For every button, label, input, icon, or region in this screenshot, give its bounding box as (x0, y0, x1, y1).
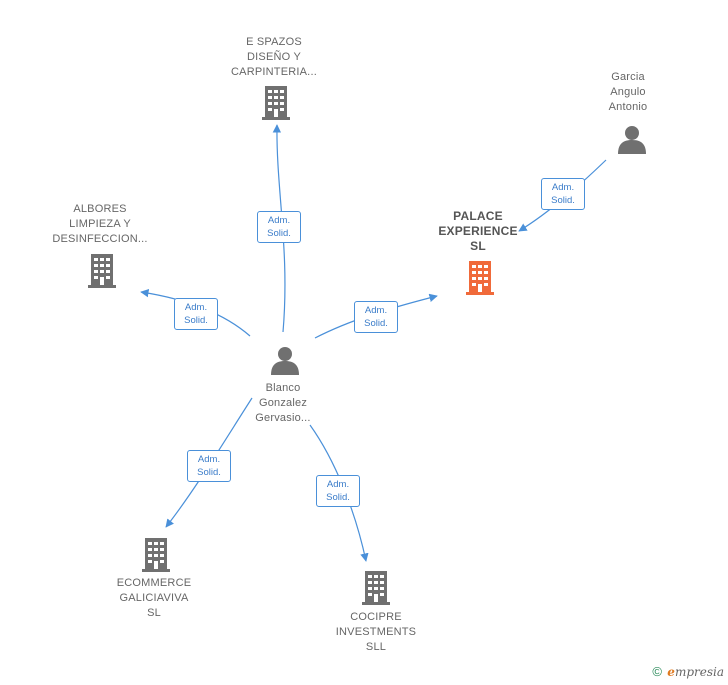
building-icon[interactable] (87, 252, 117, 288)
node-label-blanco[interactable]: Blanco Gonzalez Gervasio... (255, 382, 311, 424)
building-icon[interactable] (361, 569, 391, 605)
edge-label-blanco-palace[interactable]: Adm. Solid. (354, 301, 398, 333)
node-label-palace[interactable]: PALACE EXPERIENCE SL (438, 209, 518, 253)
node-label-albores[interactable]: ALBORES LIMPIEZA Y DESINFECCION... (52, 203, 148, 245)
person-icon[interactable] (270, 345, 300, 375)
building-icon[interactable] (141, 536, 171, 572)
edge-label-blanco-espazos[interactable]: Adm. Solid. (257, 211, 301, 243)
footer-brand: © empresia (652, 664, 724, 679)
node-label-espazos[interactable]: E SPAZOS DISEÑO Y CARPINTERIA... (231, 36, 317, 78)
edge-label-garcia-palace[interactable]: Adm. Solid. (541, 178, 585, 210)
edge-label-blanco-cocipre[interactable]: Adm. Solid. (316, 475, 360, 507)
building-icon-main[interactable] (465, 259, 495, 295)
person-icon[interactable] (617, 124, 647, 154)
node-label-cocipre[interactable]: COCIPRE INVESTMENTS SLL (335, 611, 417, 653)
brand-logo: empresia (667, 665, 724, 679)
edge-label-blanco-albores[interactable]: Adm. Solid. (174, 298, 218, 330)
edge-label-blanco-ecommerce[interactable]: Adm. Solid. (187, 450, 231, 482)
node-label-garcia[interactable]: Garcia Angulo Antonio (608, 71, 648, 113)
node-label-ecommerce[interactable]: ECOMMERCE GALICIAVIVA SL (116, 577, 192, 619)
brand-name: mpresia (674, 665, 724, 679)
brand-e: e (667, 665, 675, 679)
copyright-icon: © (652, 664, 662, 679)
building-icon[interactable] (261, 84, 291, 120)
